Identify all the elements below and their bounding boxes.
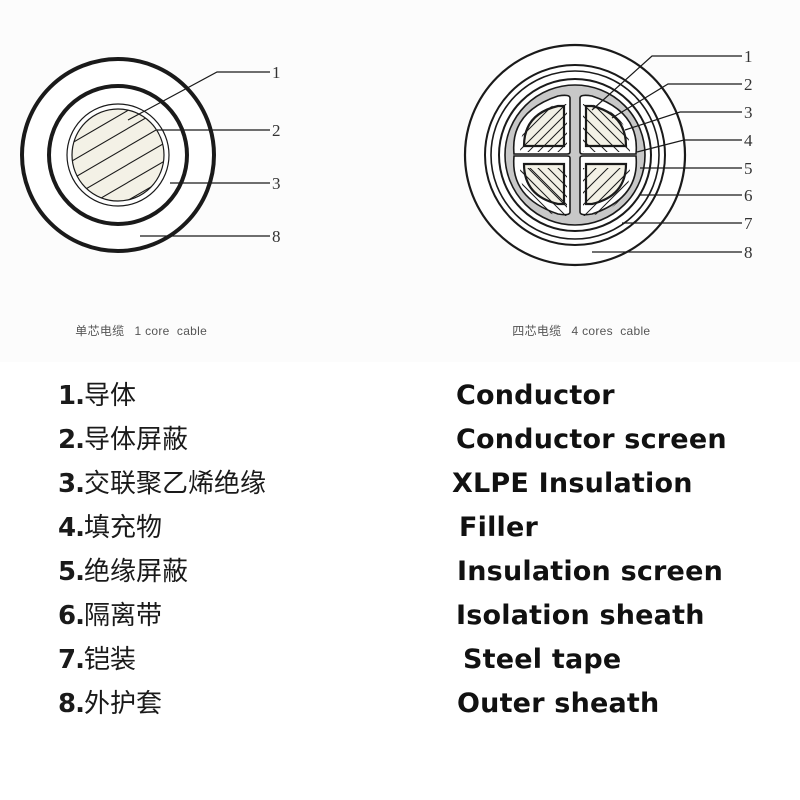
caption-en: 4 cores cable — [571, 324, 651, 338]
single-core-cable-diagram: 1 2 3 8 — [20, 57, 281, 253]
legend-en-label-2: Conductor screen — [456, 424, 727, 455]
legend-zh-label: 外护套 — [83, 689, 162, 719]
legend-item-7-zh: 7.铠装 — [58, 640, 136, 680]
callout-number: 8 — [272, 227, 281, 246]
legend-number: 6. — [58, 601, 85, 631]
legend-item-4-zh: 4.填充物 — [58, 508, 162, 548]
callout-line-1 — [127, 71, 270, 121]
four-core-caption: 四芯电缆 4 cores cable — [505, 308, 650, 339]
legend-item-5-zh: 5.绝缘屏蔽 — [58, 552, 188, 592]
legend-zh-label: 导体 — [83, 381, 136, 411]
legend-en-label-7: Steel tape — [463, 644, 622, 675]
legend-item-2-zh: 2.导体屏蔽 — [58, 420, 188, 460]
legend-number: 7. — [58, 645, 85, 675]
legend-number: 4. — [58, 513, 85, 543]
legend-en-label-3: XLPE Insulation — [452, 468, 693, 499]
caption-zh: 四芯电缆 — [512, 324, 562, 338]
callout-number: 2 — [272, 121, 281, 140]
legend-zh-label: 导体屏蔽 — [83, 425, 188, 455]
legend-item-1-zh: 1.导体 — [58, 376, 136, 416]
legend-en-label-6: Isolation sheath — [456, 600, 705, 631]
legend-en-label-1: Conductor — [456, 380, 615, 411]
legend-item-3-zh: 3.交联聚乙烯绝缘 — [58, 464, 266, 504]
legend-en-label-5: Insulation screen — [457, 556, 724, 587]
legend-zh-label: 隔离带 — [83, 601, 162, 631]
legend-en-label-4: Filler — [459, 512, 539, 543]
single-core-caption: 单芯电缆 1 core cable — [68, 308, 207, 339]
legend-item-8-zh: 8.外护套 — [58, 684, 162, 724]
legend-number: 5. — [58, 557, 85, 587]
legend-number: 1. — [58, 381, 85, 411]
legend-zh-label: 交联聚乙烯绝缘 — [83, 469, 266, 499]
legend-zh-label: 铠装 — [83, 645, 136, 675]
legend-number: 3. — [58, 469, 85, 499]
legend-item-6-zh: 6.隔离带 — [58, 596, 162, 636]
legend-en-label-8: Outer sheath — [457, 688, 660, 719]
legend-number: 8. — [58, 689, 85, 719]
legend-number: 2. — [58, 425, 85, 455]
legend-zh-label: 绝缘屏蔽 — [83, 557, 188, 587]
legend-zh-label: 填充物 — [83, 513, 162, 543]
conductor — [71, 108, 165, 202]
caption-en: 1 core cable — [134, 324, 208, 338]
callout-number: 3 — [272, 174, 281, 193]
callout-number: 1 — [272, 63, 281, 82]
caption-zh: 单芯电缆 — [75, 324, 125, 338]
